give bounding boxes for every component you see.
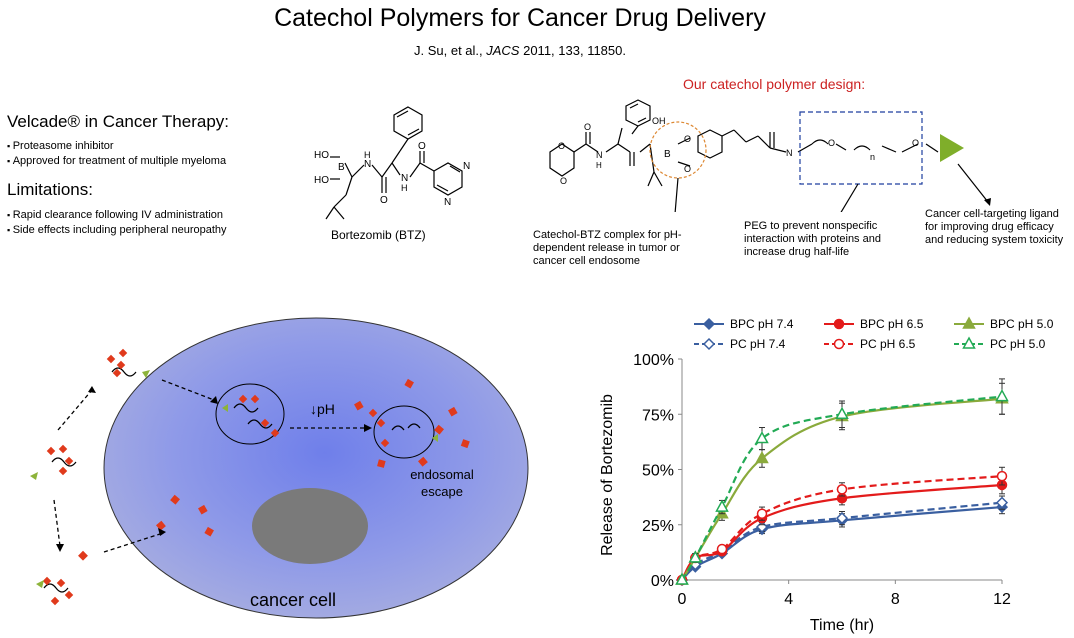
data-point	[995, 389, 1009, 402]
x-tick-label: 4	[784, 591, 793, 608]
data-point	[962, 336, 976, 349]
cancer-cell-diagram: ↓pH cancer cell	[30, 317, 529, 619]
targeting-ligand-triangle	[940, 134, 964, 162]
limitations-heading: Limitations:	[7, 180, 93, 199]
velcade-point: Proteasome inhibitor	[7, 139, 226, 154]
polymer-atom: O	[828, 138, 835, 148]
nucleus	[252, 488, 368, 564]
btz-atom: O	[380, 195, 388, 206]
chart-axes: 0% 25% 50% 75% 100% 0 4 8 12	[633, 352, 1011, 608]
data-point	[702, 337, 716, 351]
polymer-atom: O	[912, 138, 919, 148]
btz-label: Bortezomib (BTZ)	[331, 228, 426, 242]
page-title: Catechol Polymers for Cancer Drug Delive…	[274, 4, 766, 32]
drug-molecules	[42, 348, 470, 606]
data-point	[675, 572, 689, 585]
polymer-atom: n	[870, 152, 875, 162]
data-point	[835, 512, 849, 525]
polymer-atom: O	[684, 134, 691, 144]
btz-atom: N	[463, 161, 470, 172]
plot-area	[675, 378, 1009, 587]
y-tick-label: 50%	[642, 463, 674, 480]
data-point	[688, 550, 703, 563]
data-point	[836, 484, 848, 495]
ph-label: ↓pH	[310, 401, 335, 417]
btz-atom: N	[444, 197, 451, 208]
design-heading: Our catechol polymer design:	[683, 76, 866, 92]
polymer-atom: O	[684, 164, 691, 174]
endosome	[373, 405, 435, 459]
endosome	[215, 383, 285, 445]
ligand-molecules	[30, 370, 438, 588]
velcade-point: Approved for treatment of multiple myelo…	[7, 154, 226, 169]
release-chart: BPC pH 7.4 BPC pH 6.5 BPC pH 5.0 PC pH 7.4 P…	[599, 316, 1054, 634]
escape-label: endosomal escape	[410, 467, 474, 499]
citation: J. Su, et al., JACS 2011, 133, 11850.	[0, 43, 1040, 58]
citation-authors: J. Su, et al.,	[413, 43, 487, 58]
data-point	[756, 508, 768, 519]
legend: BPC pH 7.4 BPC pH 6.5 BPC pH 5.0 PC pH 7.4 P…	[694, 316, 1054, 351]
data-point	[833, 318, 845, 330]
x-axis-label: Time (hr)	[810, 617, 874, 634]
targeting-note: Cancer cell-targeting ligand for improvi…	[925, 208, 1064, 246]
btz-atom: O	[418, 141, 426, 152]
y-tick-label: 25%	[642, 518, 674, 535]
polymer-atom: O	[584, 122, 591, 132]
cell-body	[103, 317, 529, 619]
citation-journal: JACS	[486, 43, 520, 58]
polymer-atom: OH	[652, 116, 666, 126]
btz-atom: N	[364, 159, 371, 170]
peg-highlight-box	[799, 111, 923, 185]
btz-atom: HO	[314, 175, 329, 186]
legend-label: PC pH 6.5	[860, 337, 916, 351]
polymer-atom: O	[560, 176, 567, 186]
polymer-atom: N	[596, 150, 603, 160]
y-tick-label: 0%	[651, 573, 674, 590]
x-tick-label: 0	[678, 591, 687, 608]
bortezomib-structure: HO HO B N H O N H O N N	[314, 106, 470, 220]
polymer-atom: N	[786, 148, 793, 158]
y-tick-label: 100%	[633, 352, 674, 369]
data-point	[755, 450, 769, 464]
polymer-structure: O O O N H OH B O O N O n O	[549, 99, 991, 212]
btz-atom: HO	[314, 150, 329, 161]
data-point	[715, 499, 729, 512]
polymer-atom: B	[664, 149, 671, 160]
peg-note: PEG to prevent nonspecific interaction w…	[744, 220, 881, 258]
data-point	[962, 316, 976, 329]
limitation-point: Rapid clearance following IV administrat…	[7, 208, 227, 223]
btz-atom: H	[364, 150, 371, 160]
data-point	[833, 338, 845, 350]
polymer-atom: O	[558, 141, 565, 151]
legend-label: BPC pH 5.0	[990, 317, 1054, 331]
polymer-atom: H	[596, 161, 602, 170]
citation-details: 2011, 133, 11850.	[519, 43, 626, 58]
x-tick-label: 12	[993, 591, 1011, 608]
legend-label: PC pH 5.0	[990, 337, 1046, 351]
data-point	[716, 543, 728, 555]
limitation-point: Side effects including peripheral neurop…	[7, 223, 227, 238]
velcade-list: Proteasome inhibitor Approved for treatm…	[7, 139, 226, 169]
data-point	[995, 496, 1009, 509]
legend-label: BPC pH 7.4	[730, 317, 794, 331]
data-point	[702, 317, 716, 331]
y-tick-label: 75%	[642, 407, 674, 424]
btz-atom: B	[338, 162, 345, 173]
velcade-heading: Velcade® in Cancer Therapy:	[7, 112, 230, 131]
series-line	[681, 501, 1003, 581]
legend-label: BPC pH 6.5	[860, 317, 924, 331]
btz-atom: H	[401, 183, 408, 193]
data-point	[996, 470, 1008, 482]
btz-atom: N	[401, 173, 408, 184]
y-axis-label: Release of Bortezomib	[599, 394, 616, 556]
legend-label: PC pH 7.4	[730, 337, 786, 351]
cell-label: cancer cell	[250, 590, 336, 610]
x-tick-label: 8	[891, 591, 900, 608]
limitations-list: Rapid clearance following IV administrat…	[7, 208, 227, 238]
data-point	[835, 406, 849, 419]
catechol-btz-highlight	[649, 121, 707, 179]
data-point	[755, 431, 769, 444]
catechol-btz-note: Catechol-BTZ complex for pH-dependent re…	[533, 229, 682, 267]
